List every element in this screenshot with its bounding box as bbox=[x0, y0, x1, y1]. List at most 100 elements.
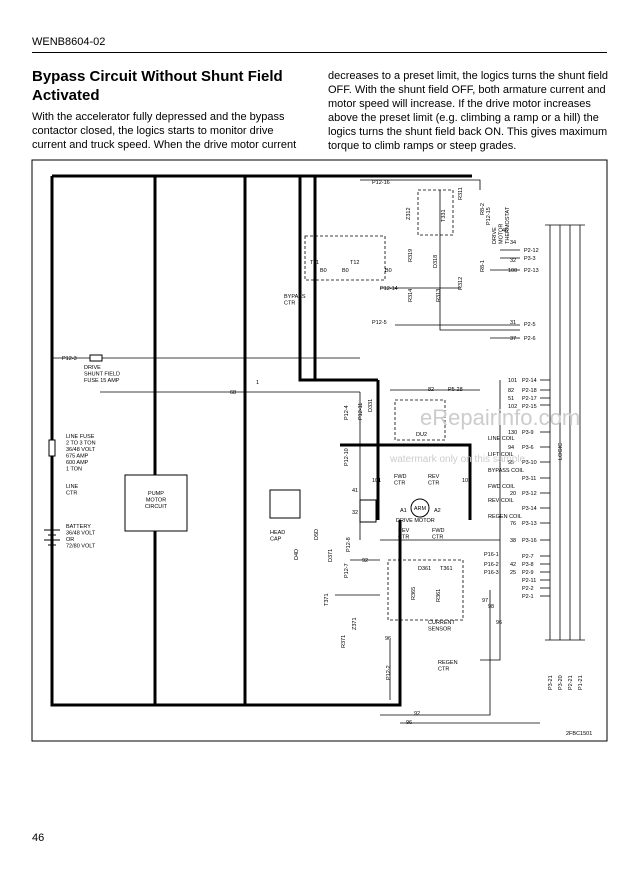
watermark-small: watermark only on this sample bbox=[389, 454, 525, 465]
wire-98-label: 98 bbox=[488, 604, 494, 610]
d371-label: D371 bbox=[328, 549, 334, 562]
p3-3-label: P3-3 bbox=[524, 256, 536, 262]
t12-label: T12 bbox=[350, 260, 359, 266]
fwd-coil-label: FWD COIL bbox=[488, 484, 515, 490]
p2-11-label: P2-11 bbox=[522, 578, 536, 584]
wire-51-label: 51 bbox=[508, 396, 514, 402]
wire-25-label: 25 bbox=[510, 570, 516, 576]
p2-21-label: P2-21 bbox=[568, 675, 574, 690]
document-code: WENB8604-02 bbox=[32, 36, 106, 48]
z312-label: Z312 bbox=[406, 207, 412, 220]
p12-15-label: P12-15 bbox=[486, 207, 492, 225]
a2-label: A2 bbox=[434, 508, 441, 514]
wire-31-label: 31 bbox=[510, 320, 516, 326]
r313-label: R313 bbox=[436, 289, 442, 302]
arm-label: ARM bbox=[414, 506, 427, 512]
wire-96b-label: 96 bbox=[385, 636, 391, 642]
wire-101-label: 101 bbox=[372, 478, 381, 484]
wire-20-label: 20 bbox=[510, 491, 516, 497]
t11-label: T11 bbox=[310, 260, 319, 266]
shunt-field-coil bbox=[359, 499, 377, 523]
wire-102-label: 102 bbox=[462, 478, 471, 484]
wire-38-label: 38 bbox=[510, 538, 516, 544]
p3-6-label: P3-6 bbox=[522, 445, 534, 451]
p2-12-label: P2-12 bbox=[524, 248, 539, 254]
wire-96c-label: 96 bbox=[406, 720, 412, 726]
p3-7-label: P2-7 bbox=[522, 554, 534, 560]
p2-17-label: P2-17 bbox=[522, 396, 537, 402]
wire-32b-label: 32 bbox=[352, 510, 358, 516]
d361-label: D361 bbox=[418, 566, 431, 572]
r361-label: R361 bbox=[436, 589, 442, 602]
figure-code: 2FBC1501 bbox=[566, 731, 592, 737]
logic-label: LOGIC bbox=[558, 443, 564, 460]
wire-68-label: 68 bbox=[230, 390, 236, 396]
head-cap bbox=[269, 489, 301, 519]
p3-8-label: P3-8 bbox=[522, 562, 534, 568]
signal-wiring bbox=[52, 179, 585, 724]
p16-3-label: P16-3 bbox=[484, 570, 499, 576]
page-number: 46 bbox=[32, 832, 45, 844]
p3-13-label: P3-13 bbox=[522, 521, 537, 527]
wire-95-label: 95 bbox=[508, 460, 514, 466]
wire-42-label: 42 bbox=[510, 562, 516, 568]
drive-motor-label: DRIVE MOTOR bbox=[396, 518, 435, 524]
p3-16-label: P3-16 bbox=[522, 538, 537, 544]
r314-label: R314 bbox=[408, 289, 414, 302]
r365-label: R365 bbox=[411, 587, 417, 600]
line-fuse-symbol bbox=[48, 439, 56, 457]
p12-10-label: P12-10 bbox=[344, 448, 350, 466]
wire-41-label: 41 bbox=[352, 488, 358, 494]
right-paragraph: decreases to a preset limit, the logics … bbox=[328, 70, 609, 152]
p12-11-label: P12-11 bbox=[358, 403, 364, 420]
b0-label-c: B0 bbox=[385, 268, 392, 274]
p2-5-label: P2-5 bbox=[524, 322, 536, 328]
p2-15-label: P2-15 bbox=[522, 404, 537, 410]
p3-14-label: P3-14 bbox=[522, 506, 537, 512]
section-title: Bypass Circuit Without Shunt Field Activ… bbox=[32, 68, 283, 104]
shunt-fuse-symbol bbox=[89, 354, 103, 362]
wire-37-label: 37 bbox=[510, 336, 516, 342]
p3-12-label: P3-12 bbox=[522, 491, 537, 497]
wire-96-label: 96 bbox=[496, 620, 502, 626]
p3-10-label: P3-10 bbox=[522, 460, 537, 466]
wire-102b-label: 102 bbox=[508, 404, 517, 410]
p3-11-label: P3-11 bbox=[522, 476, 536, 482]
wire-34-label: 34 bbox=[510, 240, 516, 246]
wire-1-label: 1 bbox=[256, 380, 259, 386]
d5d-label: D5D bbox=[314, 529, 320, 540]
wire-76-label: 76 bbox=[510, 521, 516, 527]
t361-label: T361 bbox=[440, 566, 453, 572]
p12-14-label: P12-14 bbox=[380, 286, 398, 292]
p12-3-label: P12-3 bbox=[62, 356, 77, 362]
du2-label: DU2 bbox=[416, 432, 427, 438]
wire-97-label: 97 bbox=[482, 598, 488, 604]
watermark: eRepairinfo.com bbox=[420, 405, 580, 430]
r8-1-label: R8-1 bbox=[480, 260, 486, 272]
wire-32-label: 32 bbox=[510, 258, 516, 264]
p3-9-label: P3-9 bbox=[522, 430, 534, 436]
d318-label: D318 bbox=[433, 255, 439, 268]
a1-label: A1 bbox=[400, 508, 407, 514]
z371-label: Z371 bbox=[352, 617, 358, 630]
t371-label: T371 bbox=[324, 593, 330, 606]
p12-2-label: P12-2 bbox=[386, 665, 392, 680]
p12-4-label: P12-4 bbox=[344, 405, 350, 420]
drive-motor-armature bbox=[410, 498, 430, 518]
rev-coil-label: REV COIL bbox=[488, 498, 514, 504]
module-outlines bbox=[304, 189, 464, 621]
r311-label: R311 bbox=[458, 187, 464, 200]
thermostat-label: DRIVEMOTORTHERMOSTAT bbox=[492, 206, 511, 244]
p5-28-label: P5-28 bbox=[448, 387, 463, 393]
p2-18-label: P2-18 bbox=[522, 388, 537, 394]
